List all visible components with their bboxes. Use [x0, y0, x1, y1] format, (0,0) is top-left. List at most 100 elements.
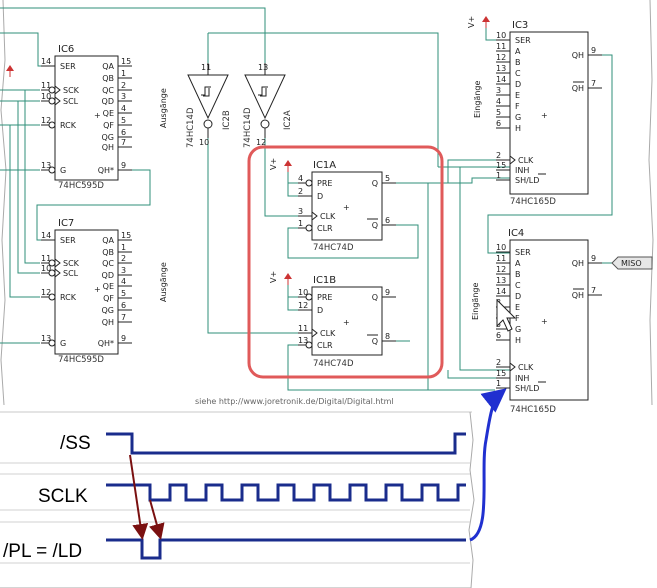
ic6-marker: +: [94, 111, 101, 120]
ic7-pin-number: 2: [121, 254, 126, 263]
ic4-part: 74HC165D: [510, 405, 556, 415]
ic1a-pin-label: CLK: [320, 212, 336, 221]
ic2b-pin-in: 11: [201, 63, 211, 72]
ic3-body: [509, 31, 589, 195]
timing-arrow-sclk-to-pl: [149, 499, 165, 540]
timing-label-pl: /PL = /LD: [3, 541, 82, 562]
ic4-pin-number: 12: [496, 265, 506, 274]
ic4-pin-number: 9: [591, 254, 596, 263]
ic4-pin-label: A: [515, 259, 521, 268]
ic2b-inverter: 11 10 74HC14D IC2B: [186, 63, 232, 148]
ic1a-pin-number: 5: [385, 174, 390, 183]
supply-symbols: V+ V+ V+: [6, 16, 490, 285]
ic3-part: 74HC165D: [510, 197, 556, 207]
ic3-pin-number: 9: [591, 46, 596, 55]
ic3-pin-label: A: [515, 47, 521, 56]
timing-arrow-ss-to-pl: [129, 454, 149, 540]
ic7-pin-label: QA: [102, 236, 114, 245]
ic1a-marker: +: [343, 203, 350, 212]
ic2a-name: IC2A: [283, 110, 293, 130]
ic7-chip: IC7 74HC595D Ausgänge + 14SER11SCK10SCL1…: [41, 218, 168, 365]
ic3-pin-number: 6: [496, 119, 501, 128]
ic4-pin-number: 13: [496, 276, 506, 285]
flipflop-highlight: [247, 145, 444, 379]
ic7-pin-label: QH: [102, 318, 114, 327]
ic7-clock-mark: [54, 258, 61, 268]
ic7-pin-label: QG: [102, 306, 115, 315]
ic4-pin-label: C: [515, 281, 521, 290]
ic2a-pin-out: 12: [256, 138, 266, 147]
ic7-name: IC7: [58, 218, 74, 229]
ic6-pin-label: RCK: [60, 121, 77, 130]
mouse-cursor-icon: [496, 298, 517, 332]
supply-ic1b: V+: [269, 271, 292, 285]
ic7-body: [54, 229, 119, 355]
ic7-pin-number: 9: [121, 334, 126, 343]
ic1b-pin-number: 8: [385, 332, 390, 341]
ic6-body: [54, 55, 119, 181]
ic4-pin-number: 7: [591, 286, 596, 295]
ic6-clock-mark: [54, 96, 61, 106]
supply-ic3: V+: [467, 16, 490, 28]
ic1b-marker: +: [343, 318, 350, 327]
ic7-pin-number: 12: [41, 288, 51, 297]
ic7-pin-bubble: [48, 293, 56, 301]
ic3-chip: IC3 74HC165D Eingänge + 10SER11A12B13C14…: [473, 20, 602, 207]
ic7-pin-number: 11: [41, 254, 51, 263]
ic6-pin-number: 9: [121, 161, 126, 170]
ic6-part: 74HC595D: [58, 181, 104, 191]
ic2a-pin-in: 13: [258, 63, 268, 72]
ic3-pin-label: CLK: [518, 156, 534, 165]
ic4-pin-number: 11: [496, 254, 506, 263]
ic1b-pin-label: Q: [372, 337, 378, 346]
ic1b-name: IC1B: [313, 275, 336, 286]
timing-diagram: /SS SCLK /PL = /LD: [0, 411, 475, 588]
ic6-pin-bubble: [48, 97, 56, 105]
ic3-marker: +: [541, 111, 548, 120]
miso-label: MISO: [611, 256, 653, 270]
ic6-pin-label: QF: [103, 121, 114, 130]
ic7-pin-bubble: [48, 269, 56, 277]
ic3-pin-number: 15: [496, 161, 506, 170]
ic1a-pin-label: PRE: [317, 179, 332, 188]
ic1a-clock-mark: [311, 211, 318, 221]
ic1b-pin-number: 12: [298, 301, 308, 310]
ic4-pin-label: F: [515, 314, 520, 323]
ic4-pin-number: 1: [496, 379, 501, 388]
ic3-pin-label: D: [515, 80, 521, 89]
ic3-pin-label: SER: [515, 36, 531, 45]
ic4-pin-number: 2: [496, 358, 501, 367]
ic6-pin-label: QA: [102, 62, 114, 71]
ic6-pin-bubble: [48, 166, 56, 174]
ic2b-name: IC2B: [222, 110, 232, 130]
ic6-pin-label: SCK: [63, 86, 80, 95]
ic1a-pin-bubble: [305, 224, 313, 232]
ic1a-pin-number: 1: [298, 219, 303, 228]
ic7-pin-number: 10: [41, 264, 51, 273]
ic4-pin-label: B: [515, 270, 521, 279]
ic1b-pin-label: Q: [372, 293, 378, 302]
ic1a-part: 74HC74D: [313, 243, 354, 253]
ic7-pin-number: 13: [41, 334, 51, 343]
ic3-pin-label: E: [515, 91, 520, 100]
ic7-pin-label: SCL: [63, 269, 79, 278]
ic3-name: IC3: [512, 20, 528, 31]
ic4-pin-label: H: [515, 336, 521, 345]
ic6-pin-number: 14: [41, 57, 51, 66]
ic1a-pin-number: 2: [298, 187, 303, 196]
ss-waveform: [106, 432, 466, 455]
ic6-name: IC6: [58, 44, 74, 55]
svg-text:V+: V+: [269, 271, 278, 283]
ic6-pin-number: 6: [121, 128, 126, 137]
ic7-pin-number: 7: [121, 313, 126, 322]
wires: [0, 7, 613, 391]
ic7-pin-number: 14: [41, 231, 51, 240]
ic1a-name: IC1A: [313, 160, 336, 171]
